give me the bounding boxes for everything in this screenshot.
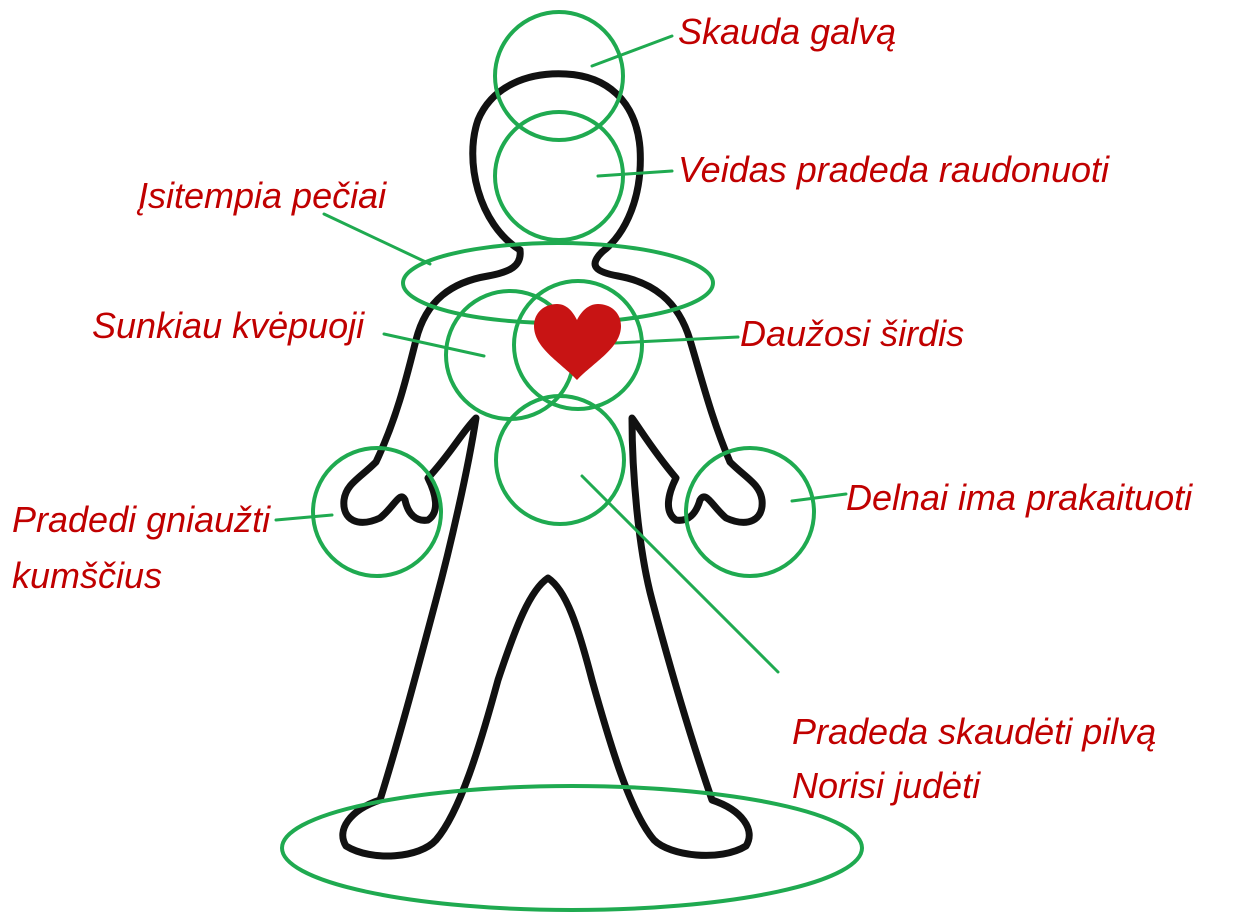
palms-label: Delnai ima prakaituoti: [846, 474, 1192, 522]
stomach-label-line1: Pradeda skaudėti pilvą: [792, 708, 1156, 756]
shoulders-label: Įsitempia pečiai: [138, 172, 386, 220]
breathing-leader-line: [384, 334, 484, 356]
stomach-ring: [496, 396, 624, 524]
shoulders-leader-line: [324, 214, 430, 264]
fists-leader-line: [276, 515, 332, 520]
stomach-label-line2: Norisi judėti: [792, 762, 980, 810]
left-hand-ring: [313, 448, 441, 576]
head-label: Skauda galvą: [678, 8, 896, 56]
heart-leader-line: [615, 337, 738, 343]
face-label: Veidas pradeda raudonuoti: [678, 146, 1109, 194]
head-leader-line: [592, 36, 672, 66]
breathing-label: Sunkiau kvėpuoji: [92, 302, 364, 350]
feet-ring: [282, 786, 862, 910]
palms-leader-line: [792, 494, 846, 501]
face-leader-line: [598, 171, 672, 176]
right-hand-ring: [686, 448, 814, 576]
fists-label-line1: Pradedi gniaužti: [12, 496, 270, 544]
fists-label-line2: kumščius: [12, 552, 162, 600]
heart-label: Daužosi širdis: [740, 310, 964, 358]
heart-icon: [534, 304, 621, 380]
